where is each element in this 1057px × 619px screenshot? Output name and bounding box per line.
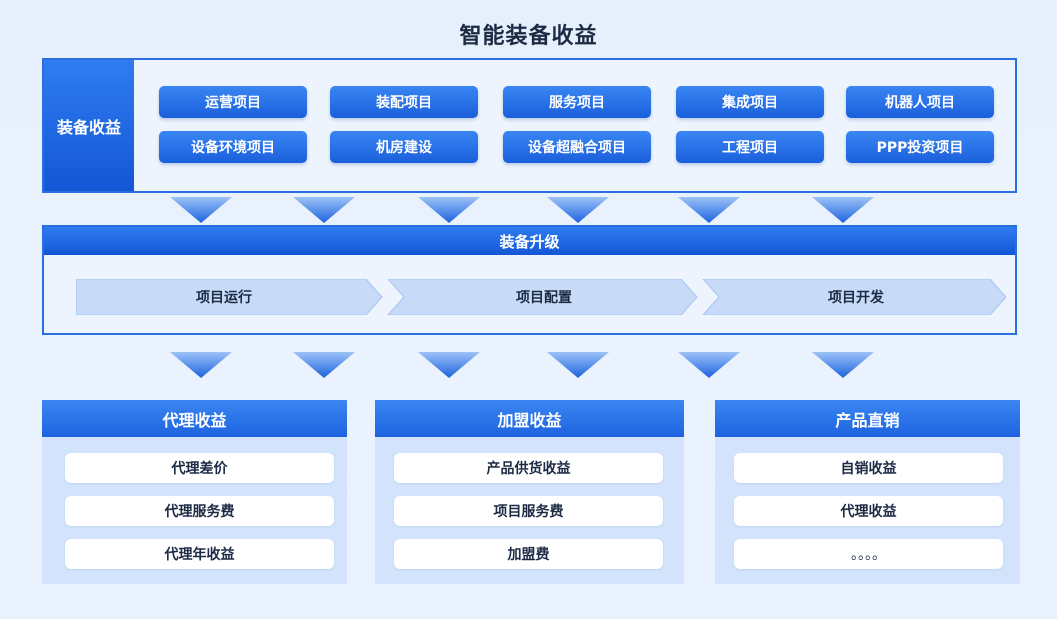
project-button[interactable]: 集成项目 — [676, 86, 824, 118]
project-button[interactable]: PPP投资项目 — [846, 131, 994, 163]
down-arrow-icon — [293, 197, 355, 223]
project-button[interactable]: 装配项目 — [330, 86, 478, 118]
equipment-revenue-panel: 装备收益 运营项目 装配项目 服务项目 集成项目 机器人项目 设备环境项目 机房… — [42, 58, 1017, 193]
card-item: 产品供货收益 — [394, 453, 663, 483]
down-arrow-icon — [418, 197, 480, 223]
equipment-revenue-label: 装备收益 — [44, 60, 134, 191]
down-arrow-icon — [812, 352, 874, 378]
card-item: 加盟费 — [394, 539, 663, 569]
step-project-config: 项目配置 — [516, 290, 572, 306]
project-button[interactable]: 设备超融合项目 — [503, 131, 651, 163]
card-title: 产品直销 — [715, 400, 1020, 437]
down-arrow-icon — [170, 352, 232, 378]
project-button[interactable]: 设备环境项目 — [159, 131, 307, 163]
project-button[interactable]: 运营项目 — [159, 86, 307, 118]
step-project-dev: 项目开发 — [828, 290, 884, 306]
card-item-ellipsis: 。。。。 — [734, 539, 1003, 569]
page-title: 智能装备收益 — [459, 24, 598, 49]
project-button[interactable]: 机房建设 — [330, 131, 478, 163]
project-button[interactable]: 机器人项目 — [846, 86, 994, 118]
down-arrow-icon — [812, 197, 874, 223]
down-arrow-icon — [293, 352, 355, 378]
card-item: 代理年收益 — [65, 539, 334, 569]
card-title: 代理收益 — [42, 400, 347, 437]
card-item: 自销收益 — [734, 453, 1003, 483]
card-item: 项目服务费 — [394, 496, 663, 526]
direct-sales-card: 产品直销 自销收益 代理收益 。。。。 — [715, 400, 1020, 584]
project-button[interactable]: 工程项目 — [676, 131, 824, 163]
down-arrow-icon — [418, 352, 480, 378]
equipment-upgrade-panel: 装备升级 项目运行 项目配置 项目开发 — [42, 225, 1017, 335]
down-arrow-icon — [678, 197, 740, 223]
project-button[interactable]: 服务项目 — [503, 86, 651, 118]
franchise-revenue-card: 加盟收益 产品供货收益 项目服务费 加盟费 — [375, 400, 684, 584]
down-arrow-icon — [678, 352, 740, 378]
step-project-run: 项目运行 — [196, 290, 252, 306]
process-chevrons — [76, 279, 1006, 315]
down-arrow-icon — [547, 197, 609, 223]
card-item: 代理服务费 — [65, 496, 334, 526]
card-title: 加盟收益 — [375, 400, 684, 437]
card-item: 代理差价 — [65, 453, 334, 483]
down-arrow-icon — [547, 352, 609, 378]
agency-revenue-card: 代理收益 代理差价 代理服务费 代理年收益 — [42, 400, 347, 584]
equipment-upgrade-header: 装备升级 — [44, 227, 1015, 255]
down-arrow-icon — [170, 197, 232, 223]
card-item: 代理收益 — [734, 496, 1003, 526]
